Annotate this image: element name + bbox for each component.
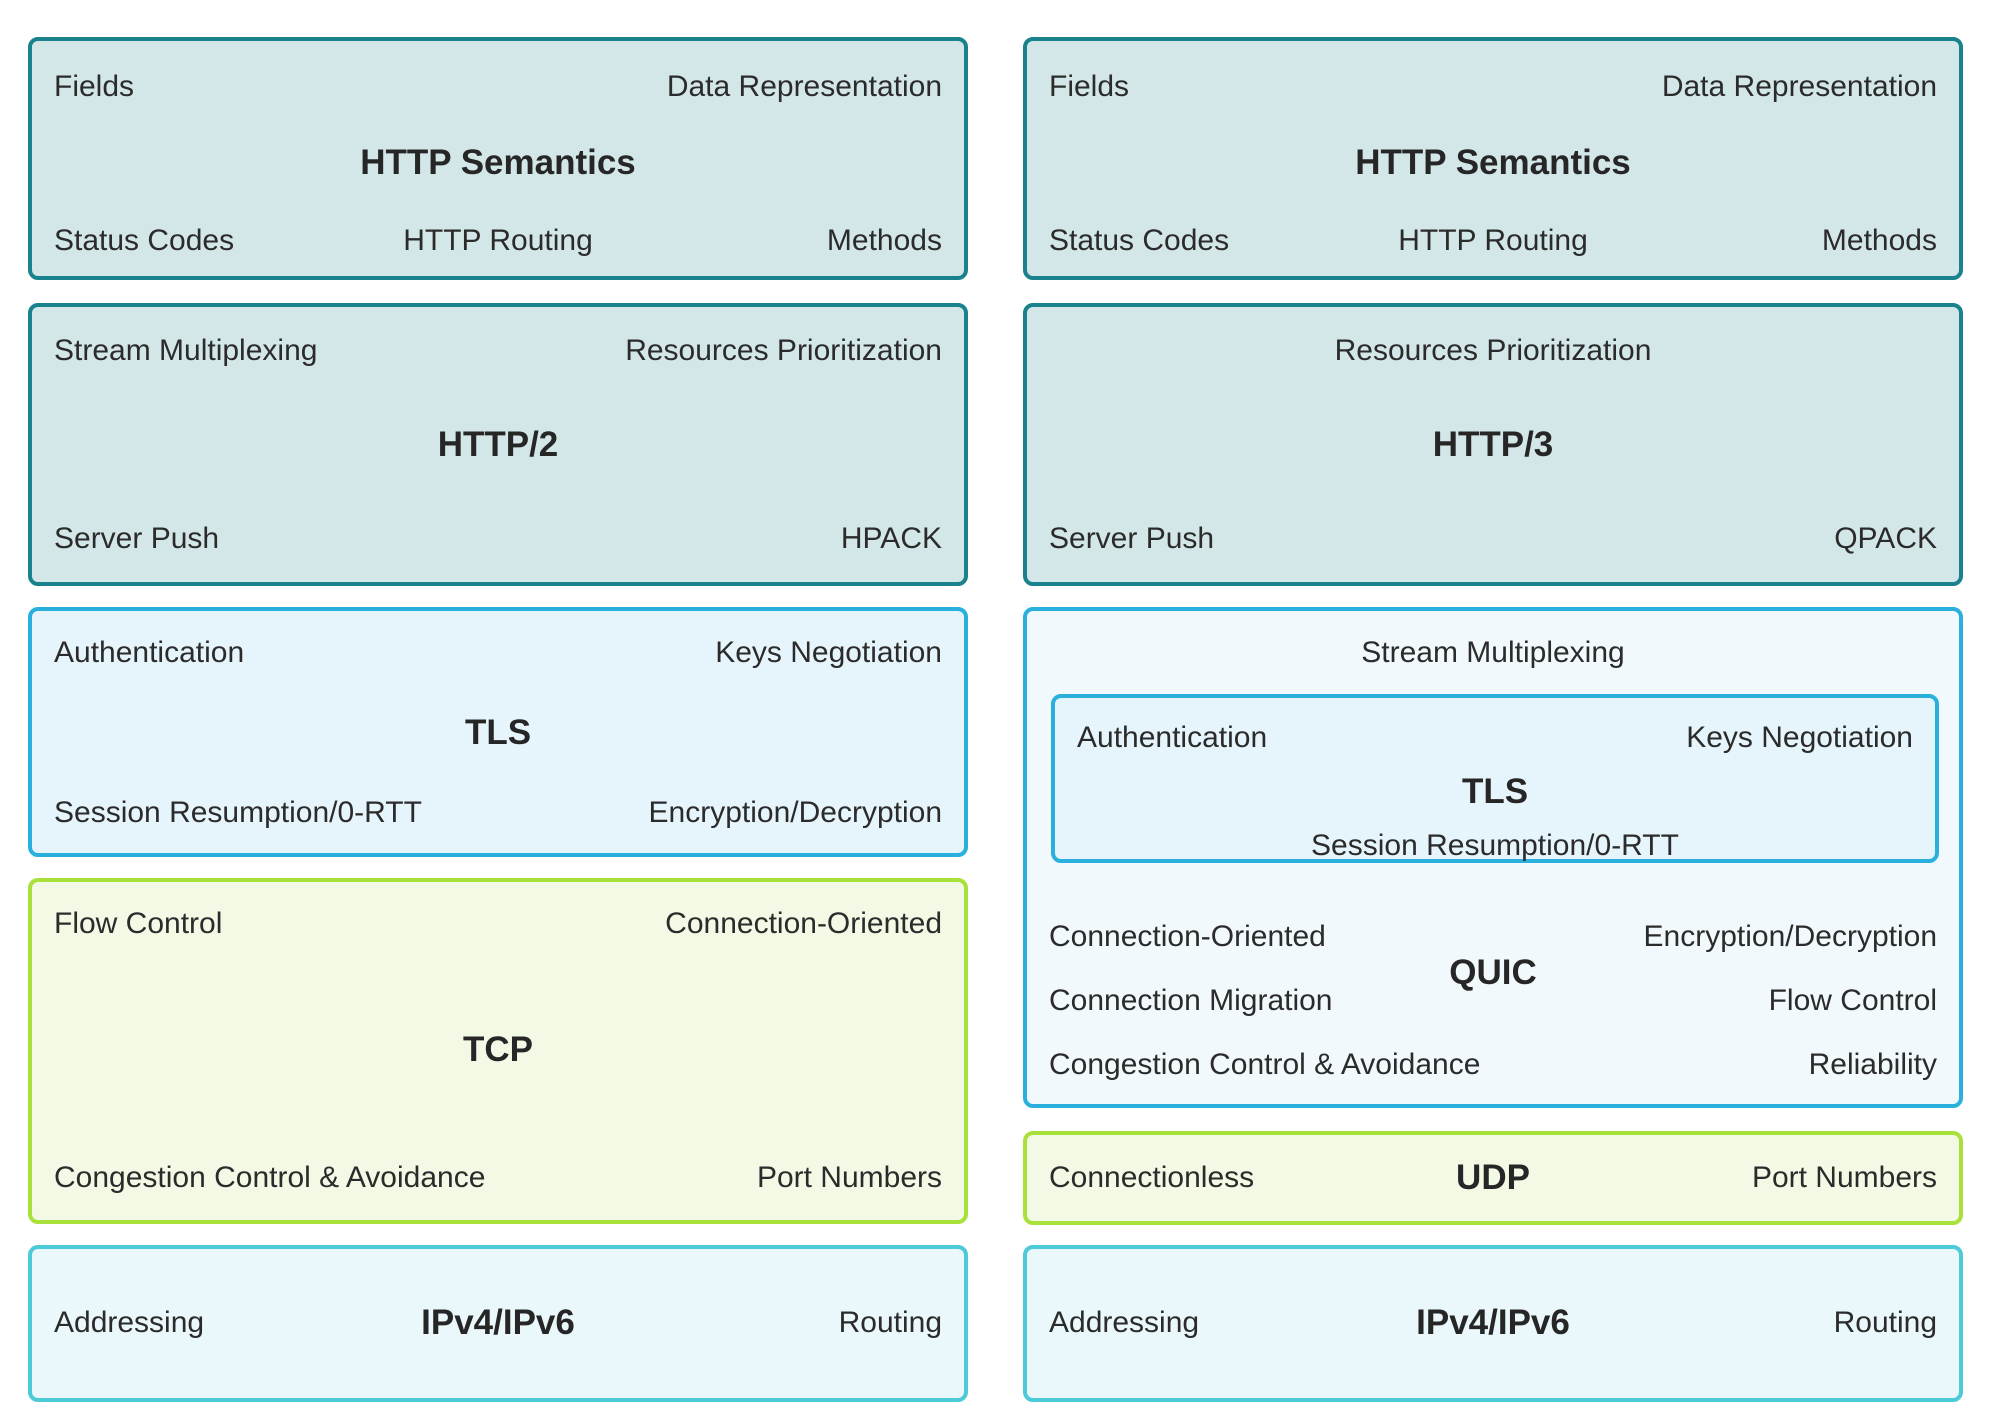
session-resumption-label: Session Resumption/0-RTT <box>1311 829 1679 862</box>
routing-label: Routing <box>838 1306 942 1339</box>
right-ip-layer: Addressing IPv4/IPv6 Routing <box>1023 1245 1963 1402</box>
quic-title: QUIC <box>1449 953 1537 992</box>
keys-negotiation-label: Keys Negotiation <box>1686 721 1913 754</box>
data-representation-label: Data Representation <box>1661 70 1937 103</box>
http-routing-label: HTTP Routing <box>403 224 593 257</box>
connectionless-label: Connectionless <box>1049 1161 1255 1194</box>
right-http3-layer: Resources Prioritization HTTP/3 Server P… <box>1023 303 1963 586</box>
flow-control-label: Flow Control <box>54 907 223 940</box>
connection-oriented-label: Connection-Oriented <box>1049 920 1326 953</box>
congestion-control-label: Congestion Control & Avoidance <box>54 1161 486 1194</box>
port-numbers-label: Port Numbers <box>1751 1161 1937 1194</box>
left-ip-layer: Addressing IPv4/IPv6 Routing <box>28 1245 968 1402</box>
fields-label: Fields <box>54 70 135 103</box>
methods-label: Methods <box>826 224 942 257</box>
left-tls-layer: Authentication Keys Negotiation TLS Sess… <box>28 607 968 857</box>
addressing-label: Addressing <box>1049 1306 1200 1339</box>
udp-title: UDP <box>1456 1158 1530 1197</box>
congestion-control-label: Congestion Control & Avoidance <box>1049 1048 1481 1081</box>
flow-control-label: Flow Control <box>1768 984 1937 1017</box>
status-codes-label: Status Codes <box>1049 224 1230 257</box>
http-semantics-title: HTTP Semantics <box>1355 143 1631 182</box>
routing-label: Routing <box>1833 1306 1937 1339</box>
left-http2-layer: Stream Multiplexing Resources Prioritiza… <box>28 303 968 586</box>
right-udp-layer: Connectionless UDP Port Numbers <box>1023 1131 1963 1225</box>
left-tcp-layer: Flow Control Connection-Oriented TCP Con… <box>28 878 968 1224</box>
http-semantics-title: HTTP Semantics <box>360 143 636 182</box>
resources-prioritization-label: Resources Prioritization <box>1334 334 1652 367</box>
methods-label: Methods <box>1821 224 1937 257</box>
tls-title: TLS <box>1461 772 1529 811</box>
keys-negotiation-label: Keys Negotiation <box>715 636 942 669</box>
port-numbers-label: Port Numbers <box>756 1161 942 1194</box>
http-routing-label: HTTP Routing <box>1398 224 1588 257</box>
right-http-semantics-layer: Fields Data Representation HTTP Semantic… <box>1023 37 1963 280</box>
server-push-label: Server Push <box>1049 522 1215 555</box>
quic-embedded-tls: Authentication Keys Negotiation TLS Sess… <box>1051 694 1939 863</box>
addressing-label: Addressing <box>54 1306 205 1339</box>
right-quic-layer: Stream Multiplexing Authentication Keys … <box>1023 607 1963 1108</box>
status-codes-label: Status Codes <box>54 224 235 257</box>
tls-title: TLS <box>464 713 532 752</box>
ip-title: IPv4/IPv6 <box>421 1303 575 1342</box>
session-resumption-label: Session Resumption/0-RTT <box>54 796 422 829</box>
resources-prioritization-label: Resources Prioritization <box>625 334 942 367</box>
connection-oriented-label: Connection-Oriented <box>665 907 942 940</box>
stream-multiplexing-label: Stream Multiplexing <box>1361 636 1625 669</box>
hpack-label: HPACK <box>840 522 942 555</box>
left-http-semantics-layer: Fields Data Representation HTTP Semantic… <box>28 37 968 280</box>
stream-multiplexing-label: Stream Multiplexing <box>54 334 318 367</box>
authentication-label: Authentication <box>54 636 245 669</box>
encryption-decryption-label: Encryption/Decryption <box>648 796 942 829</box>
authentication-label: Authentication <box>1077 721 1268 754</box>
server-push-label: Server Push <box>54 522 220 555</box>
encryption-decryption-label: Encryption/Decryption <box>1643 920 1937 953</box>
tcp-title: TCP <box>463 1030 533 1069</box>
data-representation-label: Data Representation <box>666 70 942 103</box>
http2-title: HTTP/2 <box>437 425 559 464</box>
fields-label: Fields <box>1049 70 1130 103</box>
connection-migration-label: Connection Migration <box>1049 984 1333 1017</box>
http3-title: HTTP/3 <box>1432 425 1554 464</box>
ip-title: IPv4/IPv6 <box>1416 1303 1570 1342</box>
reliability-label: Reliability <box>1808 1048 1937 1081</box>
qpack-label: QPACK <box>1834 522 1937 555</box>
